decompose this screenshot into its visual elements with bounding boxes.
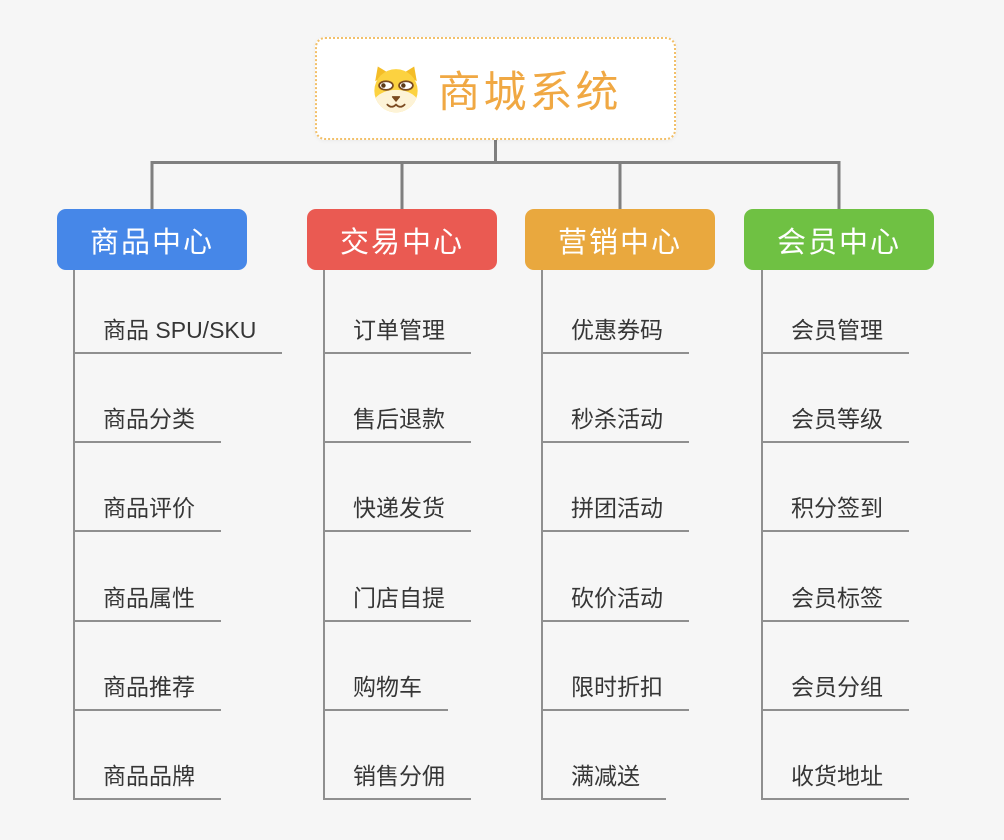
leaf-node[interactable]: 会员等级 [761,406,909,443]
leaf-node[interactable]: 商品品牌 [73,763,221,800]
root-node[interactable]: 商城系统 [315,37,676,140]
leaf-node[interactable]: 订单管理 [323,317,471,354]
branch-node-member-center[interactable]: 会员中心 [744,209,934,270]
leaf-node[interactable]: 销售分佣 [323,763,471,800]
leaf-node[interactable]: 秒杀活动 [541,406,689,443]
leaf-node[interactable]: 收货地址 [761,763,909,800]
tree-connector-lines [150,140,841,209]
leaf-node[interactable]: 拼团活动 [541,495,689,532]
leaf-node[interactable]: 购物车 [323,674,448,711]
leaf-node[interactable]: 商品 SPU/SKU [73,317,283,354]
leaf-node[interactable]: 限时折扣 [541,674,689,711]
leaf-node[interactable]: 商品属性 [73,585,221,622]
leaf-node[interactable]: 会员标签 [761,585,909,622]
leaf-node[interactable]: 商品评价 [73,495,221,532]
leaf-node[interactable]: 优惠券码 [541,317,689,354]
leaf-node[interactable]: 满减送 [541,763,666,800]
leaf-node[interactable]: 砍价活动 [541,585,689,622]
leaf-node[interactable]: 售后退款 [323,406,471,443]
branch-node-marketing-center[interactable]: 营销中心 [525,209,715,270]
root-title: 商城系统 [437,68,622,117]
leaf-node[interactable]: 商品分类 [73,406,221,443]
branch-node-product-center[interactable]: 商品中心 [57,209,247,270]
leaf-node[interactable]: 会员分组 [761,674,909,711]
branch-node-trade-center[interactable]: 交易中心 [307,209,497,270]
leaf-node[interactable]: 门店自提 [323,585,471,622]
dog-mascot-icon [370,63,422,115]
leaf-node[interactable]: 商品推荐 [73,674,221,711]
leaf-node[interactable]: 会员管理 [761,317,909,354]
leaf-node[interactable]: 快递发货 [323,495,471,532]
leaf-node[interactable]: 积分签到 [761,495,909,532]
